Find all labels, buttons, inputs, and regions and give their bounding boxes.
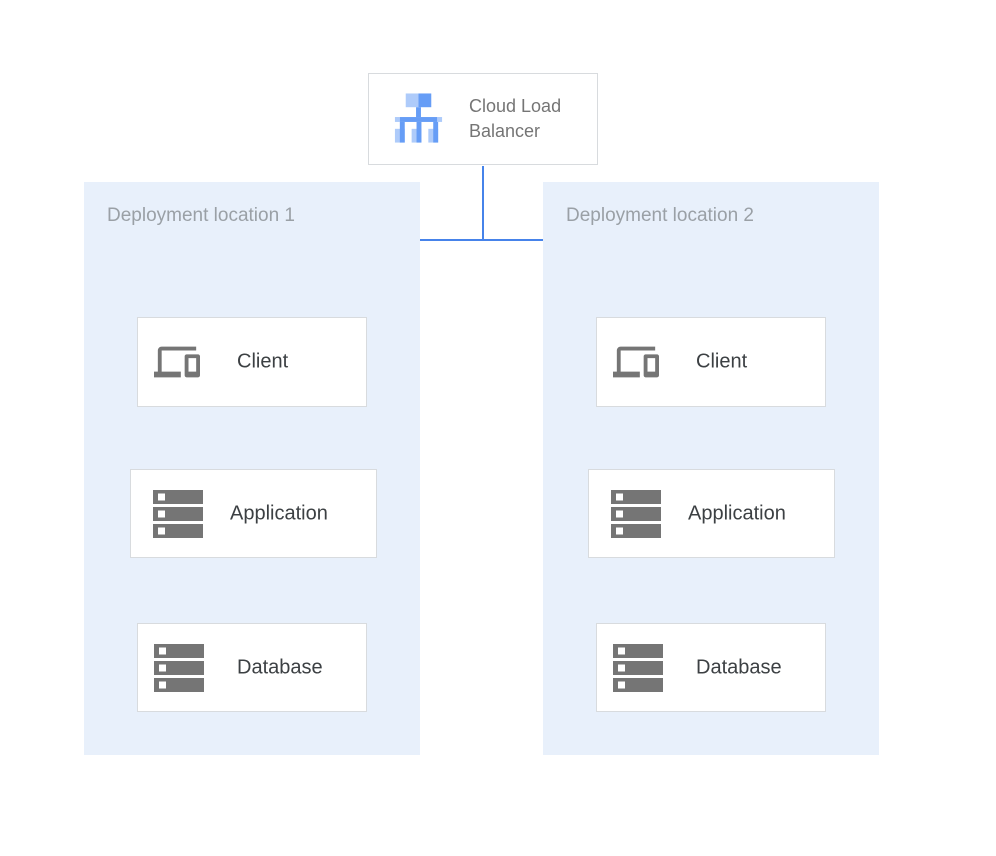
servers-icon xyxy=(154,643,206,692)
database-node-location-1: Database xyxy=(137,623,367,712)
database-node-location-2: Database xyxy=(596,623,826,712)
cloud-load-balancer-label: Cloud Load Balancer xyxy=(469,96,562,141)
cloud-load-balancer-icon xyxy=(391,92,446,147)
devices-icon xyxy=(154,339,200,385)
node-label: Client xyxy=(237,350,289,373)
servers-icon xyxy=(611,489,663,538)
node-label: Database xyxy=(237,656,323,678)
devices-icon xyxy=(613,339,659,385)
node-label: Database xyxy=(696,656,782,678)
cloud-load-balancer-node: Cloud Load Balancer xyxy=(368,73,598,165)
node-label: Application xyxy=(230,502,328,524)
node-label: Client xyxy=(696,350,748,373)
application-node-location-1: Application xyxy=(130,469,377,558)
application-node-location-2: Application xyxy=(588,469,835,558)
servers-icon xyxy=(613,643,665,692)
client-node-location-2: Client xyxy=(596,317,826,407)
servers-icon xyxy=(153,489,205,538)
client-node-location-1: Client xyxy=(137,317,367,407)
deployment-location-2-title: Deployment location 2 xyxy=(566,205,754,226)
node-label: Application xyxy=(688,502,786,524)
deployment-location-1-title: Deployment location 1 xyxy=(107,205,295,226)
